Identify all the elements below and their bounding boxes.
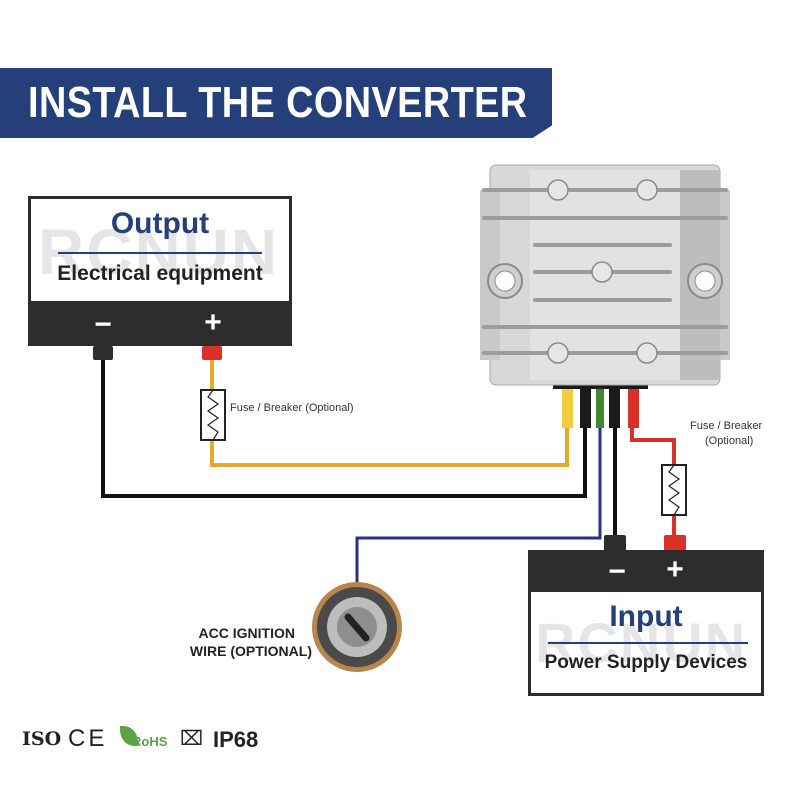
rohs-leaf-icon — [120, 726, 138, 746]
input-positive-terminal — [664, 535, 686, 551]
fuse-output-icon — [200, 389, 226, 441]
wire-acc-ignition — [355, 420, 602, 590]
header-banner — [0, 68, 552, 138]
acc-ignition-label-line1: ACC IGNITION — [198, 625, 295, 641]
ip68-rating: IP68 — [213, 727, 259, 752]
lead-green — [596, 388, 604, 428]
dc-converter-image — [480, 164, 730, 386]
input-negative-sign: − — [608, 555, 626, 588]
ce-mark: CE — [68, 725, 108, 752]
output-terminal-bar — [28, 304, 292, 346]
fuse-input-label-line1: Fuse / Breaker — [690, 420, 763, 432]
input-device-box — [528, 592, 764, 696]
lead-yellow — [562, 388, 573, 428]
output-subtitle: Electrical equipment — [57, 262, 263, 285]
output-positive-sign: + — [204, 306, 222, 339]
fuse-input-label-line2: (Optional) — [705, 435, 754, 447]
iso-logo: ISO — [22, 728, 62, 750]
output-positive-terminal — [202, 346, 222, 360]
input-positive-sign: + — [666, 553, 684, 586]
weee-icon: ⌧ — [180, 728, 204, 750]
output-device-box — [28, 196, 292, 304]
input-subtitle: Power Supply Devices — [544, 652, 748, 673]
fuse-input-icon — [661, 464, 687, 516]
ignition-switch-icon — [312, 582, 402, 672]
input-title-rule — [548, 642, 748, 644]
acc-ignition-label-line2: WIRE (OPTIONAL) — [189, 643, 312, 659]
wire-output-negative — [101, 358, 587, 498]
fuse-output-label: Fuse / Breaker (Optional) — [230, 402, 354, 414]
output-title-rule — [58, 252, 262, 254]
lead-red — [628, 388, 639, 428]
output-title: Output — [110, 207, 210, 240]
output-negative-terminal — [93, 346, 113, 360]
lead-black-2 — [609, 388, 620, 428]
lead-collar — [553, 384, 648, 389]
page-title: INSTALL THE CONVERTER — [28, 78, 528, 127]
input-negative-terminal — [604, 535, 626, 553]
rohs-logo: RoHS — [132, 734, 168, 749]
output-negative-sign: − — [94, 308, 112, 341]
input-title: Input — [609, 600, 683, 633]
lead-black-1 — [580, 388, 591, 428]
input-terminal-bar — [528, 550, 764, 594]
